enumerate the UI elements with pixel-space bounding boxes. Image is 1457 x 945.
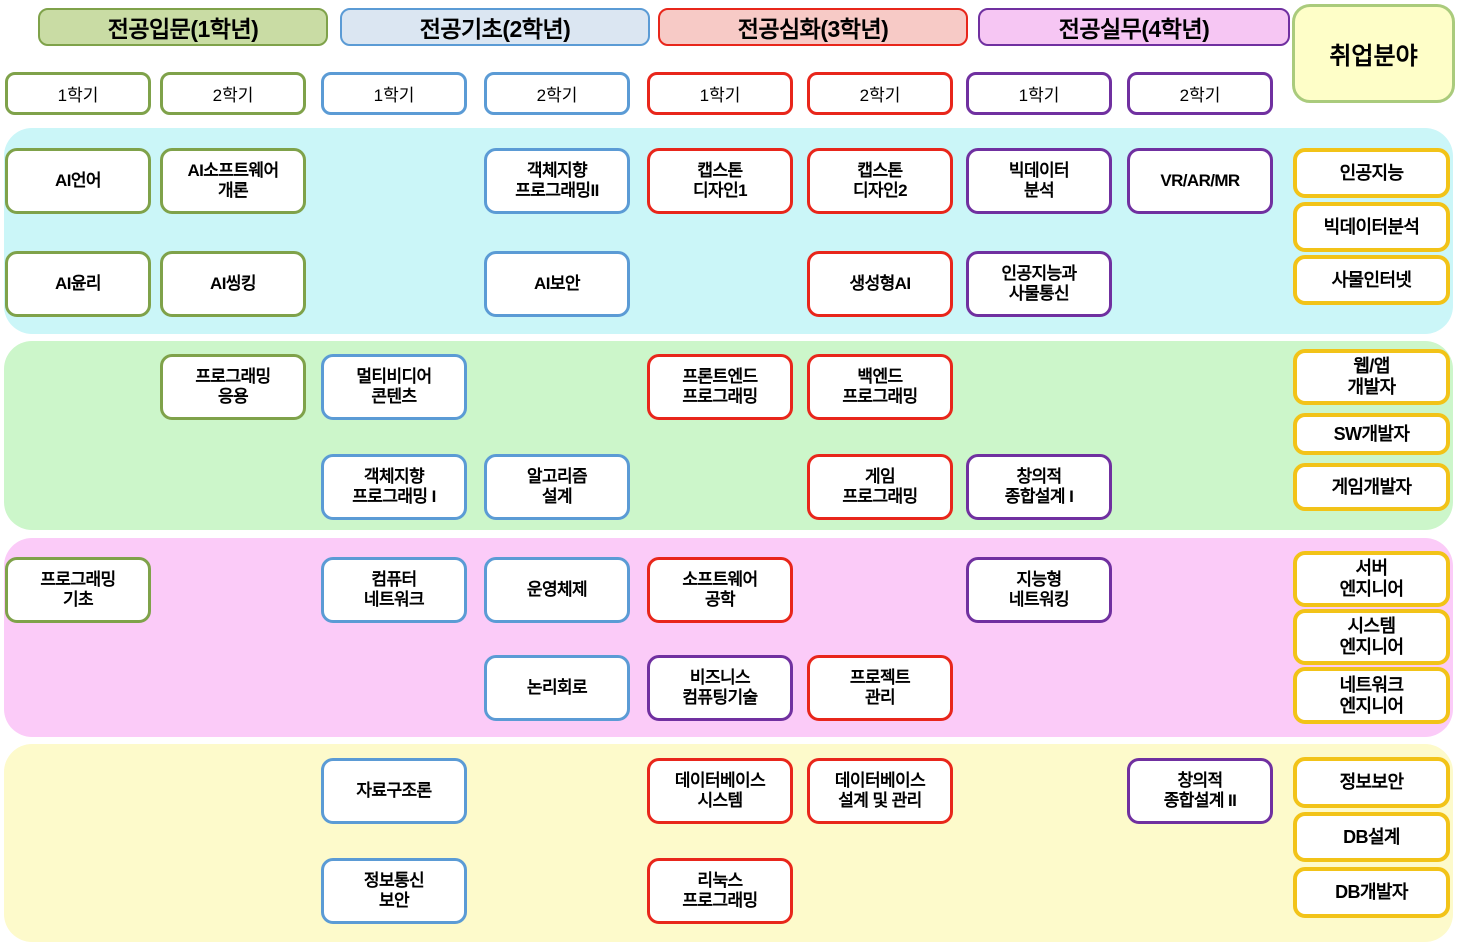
course-box: 백엔드 프로그래밍: [807, 354, 953, 420]
course-box: 운영체제: [484, 557, 630, 623]
course-box: AI보안: [484, 251, 630, 317]
course-box: AI언어: [5, 148, 151, 214]
course-box: 알고리즘 설계: [484, 454, 630, 520]
course-box: 프로그래밍 기초: [5, 557, 151, 623]
semester-box-year4-1학기: 1학기: [966, 72, 1112, 115]
career-field-box: 인공지능: [1293, 148, 1450, 198]
semester-box-year4-2학기: 2학기: [1127, 72, 1273, 115]
course-box: 프론트엔드 프로그래밍: [647, 354, 793, 420]
course-box: 프로그래밍 응용: [160, 354, 306, 420]
semester-box-year1-2학기: 2학기: [160, 72, 306, 115]
career-field-box: 사물인터넷: [1293, 255, 1450, 305]
career-field-box: 네트워크 엔지니어: [1293, 667, 1450, 724]
course-box: 컴퓨터 네트워크: [321, 557, 467, 623]
semester-box-year2-2학기: 2학기: [484, 72, 630, 115]
course-box: 인공지능과 사물통신: [966, 251, 1112, 317]
course-box: 정보통신 보안: [321, 858, 467, 924]
course-box: 논리회로: [484, 655, 630, 721]
career-field-box: 웹/앱 개발자: [1293, 349, 1450, 405]
career-field-box: 정보보안: [1293, 757, 1450, 808]
career-field-box: 빅데이터분석: [1293, 202, 1450, 252]
course-box: 자료구조론: [321, 758, 467, 824]
course-box: 캡스톤 디자인2: [807, 148, 953, 214]
course-box: 비즈니스 컴퓨팅기술: [647, 655, 793, 721]
year-1-header: 전공입문(1학년): [38, 8, 328, 46]
career-field-box: 서버 엔지니어: [1293, 551, 1450, 607]
semester-box-year1-1학기: 1학기: [5, 72, 151, 115]
year-4-header: 전공실무(4학년): [978, 8, 1290, 46]
course-box: 소프트웨어 공학: [647, 557, 793, 623]
course-box: AI윤리: [5, 251, 151, 317]
semester-box-year3-2학기: 2학기: [807, 72, 953, 115]
year-3-header: 전공심화(3학년): [658, 8, 968, 46]
course-box: 멀티비디어 콘텐츠: [321, 354, 467, 420]
year-2-header: 전공기초(2학년): [340, 8, 650, 46]
course-box: AI씽킹: [160, 251, 306, 317]
course-box: VR/AR/MR: [1127, 148, 1273, 214]
course-box: 데이터베이스 설계 및 관리: [807, 758, 953, 824]
course-box: 빅데이터 분석: [966, 148, 1112, 214]
course-box: 캡스톤 디자인1: [647, 148, 793, 214]
course-box: 프로젝트 관리: [807, 655, 953, 721]
career-field-box: DB설계: [1293, 812, 1450, 862]
course-box: 창의적 종합설계 II: [1127, 758, 1273, 824]
course-box: 객체지향 프로그래밍II: [484, 148, 630, 214]
semester-box-year2-1학기: 1학기: [321, 72, 467, 115]
course-box: 창의적 종합설계 I: [966, 454, 1112, 520]
course-box: 지능형 네트워킹: [966, 557, 1112, 623]
course-box: 생성형AI: [807, 251, 953, 317]
career-field-box: 게임개발자: [1293, 463, 1450, 511]
course-box: 게임 프로그래밍: [807, 454, 953, 520]
course-box: 데이터베이스 시스템: [647, 758, 793, 824]
course-box: 리눅스 프로그래밍: [647, 858, 793, 924]
career-field-box: SW개발자: [1293, 413, 1450, 455]
course-box: 객체지향 프로그래밍 I: [321, 454, 467, 520]
course-box: AI소프트웨어 개론: [160, 148, 306, 214]
career-column-header: 취업분야: [1292, 4, 1455, 103]
career-field-box: 시스템 엔지니어: [1293, 609, 1450, 665]
semester-box-year3-1학기: 1학기: [647, 72, 793, 115]
career-field-box: DB개발자: [1293, 867, 1450, 918]
